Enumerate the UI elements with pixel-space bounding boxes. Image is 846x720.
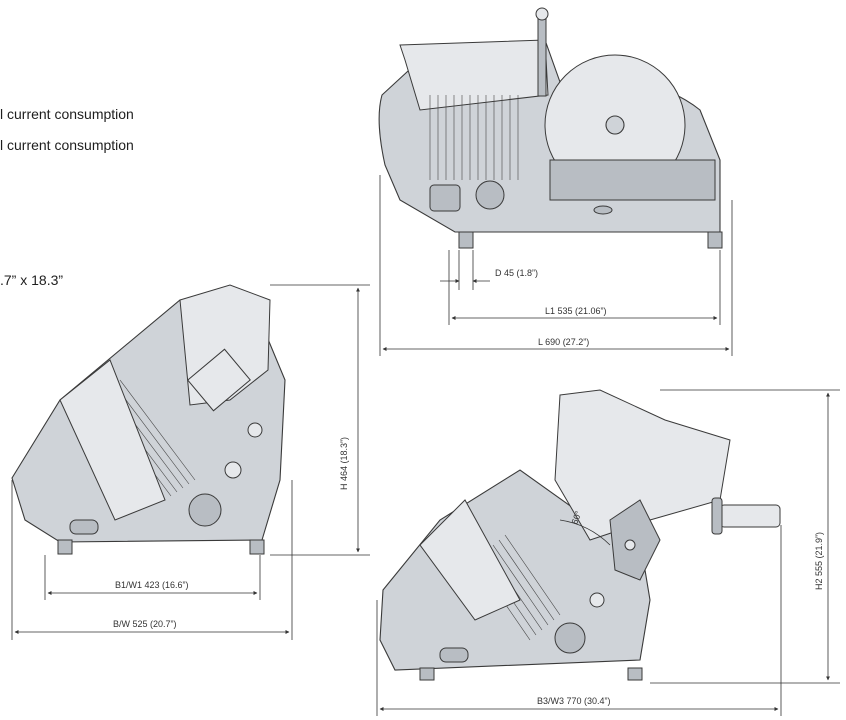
front-view-dimensions: [11, 284, 370, 640]
spec-text-2: l current consumption: [0, 137, 134, 153]
dim-b3: B3/W3 770 (30.4”): [537, 696, 611, 706]
tilted-view-machine: [379, 389, 781, 681]
dim-h: H 464 (18.3”): [339, 437, 349, 490]
dim-b: B/W 525 (20.7”): [113, 619, 177, 629]
spec-text-3: .7” x 18.3”: [0, 272, 64, 288]
front-view-machine: [11, 284, 286, 555]
dim-angle: 60°: [569, 509, 583, 526]
tilted-view-dimensions: [376, 389, 840, 716]
spec-text-1: l current consumption: [0, 106, 134, 122]
dim-l: L 690 (27.2”): [538, 337, 589, 347]
side-view-machine: [378, 7, 723, 249]
angle-arc: [559, 519, 611, 546]
dim-b1: B1/W1 423 (16.6”): [115, 580, 189, 590]
side-view-dimensions: [379, 175, 733, 356]
dim-h2: H2 555 (21.9”): [814, 532, 824, 590]
dim-d: D 45 (1.8”): [495, 268, 538, 278]
dim-l1: L1 535 (21.06”): [545, 306, 607, 316]
